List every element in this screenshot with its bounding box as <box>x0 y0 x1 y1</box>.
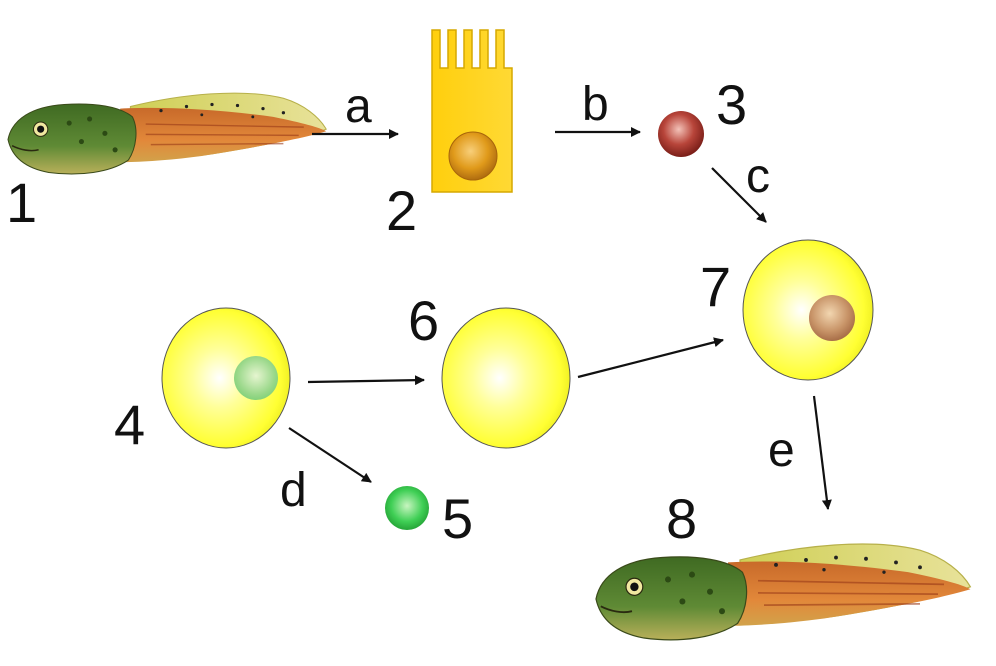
egg-cell-illustration <box>161 307 291 449</box>
label-2: 2 <box>386 179 417 242</box>
step-label-a: a <box>345 80 372 133</box>
step-label-d: d <box>280 464 307 517</box>
tadpole-clone-illustration <box>595 543 972 641</box>
label-1: 1 <box>6 171 37 234</box>
arrow-6-to-7 <box>577 337 724 379</box>
arrow-d <box>288 427 372 483</box>
label-7: 7 <box>700 255 731 318</box>
arrow-e <box>812 395 832 510</box>
label-6: 6 <box>408 289 439 352</box>
arrow-c <box>711 167 767 223</box>
step-label-b: b <box>582 78 609 131</box>
egg-nucleus <box>385 486 429 530</box>
arrow-4-to-6 <box>307 375 425 386</box>
step-label-e: e <box>768 424 795 477</box>
enucleated-egg <box>441 307 571 449</box>
label-5: 5 <box>442 487 473 550</box>
label-4: 4 <box>114 393 145 456</box>
donor-nucleus <box>658 111 704 157</box>
label-3: 3 <box>716 73 747 136</box>
reconstructed-egg-illustration <box>742 239 874 381</box>
intestinal-cell-illustration <box>431 29 513 193</box>
tadpole-donor-illustration <box>7 92 328 175</box>
step-label-c: c <box>746 150 770 203</box>
label-8: 8 <box>666 487 697 550</box>
